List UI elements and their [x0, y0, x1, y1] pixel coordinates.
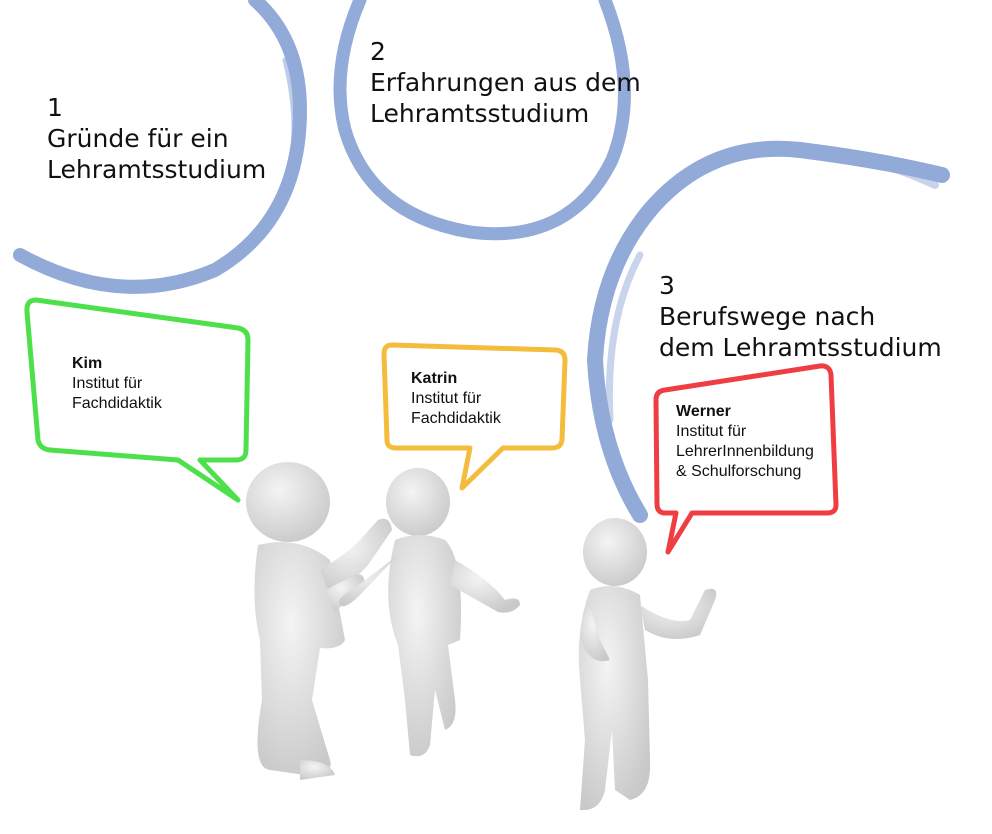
topic-2-line2: Lehramtsstudium — [370, 99, 590, 128]
werner-line2: LehrerInnenbildung — [676, 443, 814, 460]
figure-katrin — [339, 468, 520, 757]
speech-bubble-kim — [24, 297, 251, 503]
topic-3-line1: Berufswege nach — [659, 302, 876, 331]
circle-ring-2 — [333, 0, 631, 241]
topic-2-number: 2 — [370, 37, 386, 66]
figure-werner — [578, 518, 717, 811]
topic-3-text: 3 Berufswege nach dem Lehramtsstudium — [659, 270, 942, 363]
topic-3-line2: dem Lehramtsstudium — [659, 333, 942, 362]
topic-1-line2: Lehramtsstudium — [47, 155, 267, 184]
kim-label: Kim Institut für Fachdidaktik — [72, 354, 162, 414]
werner-label: Werner Institut für LehrerInnenbildung &… — [676, 402, 814, 482]
figure-kim — [246, 462, 392, 780]
speech-bubble-katrin — [381, 342, 568, 491]
topic-2-line1: Erfahrungen aus dem — [370, 68, 641, 97]
topic-1-text: 1 Gründe für ein Lehramtsstudium — [47, 92, 266, 185]
topic-3-number: 3 — [659, 271, 675, 300]
werner-name: Werner — [676, 403, 731, 420]
werner-line1: Institut für — [676, 423, 747, 440]
katrin-name: Katrin — [411, 370, 458, 387]
topic-2-text: 2 Erfahrungen aus dem Lehramtsstudium — [370, 36, 641, 129]
speech-bubble-werner — [653, 363, 839, 555]
werner-line3: & Schulforschung — [676, 463, 802, 480]
topic-1-line1: Gründe für ein — [47, 124, 229, 153]
circle-ring-3 — [586, 140, 950, 523]
katrin-label: Katrin Institut für Fachdidaktik — [411, 369, 501, 429]
katrin-line2: Fachdidaktik — [411, 410, 501, 427]
katrin-line1: Institut für — [411, 390, 482, 407]
topic-1-number: 1 — [47, 93, 63, 122]
kim-line2: Fachdidaktik — [72, 395, 162, 412]
kim-name: Kim — [72, 355, 103, 372]
circle-ring-1 — [13, 0, 308, 294]
kim-line1: Institut für — [72, 375, 143, 392]
